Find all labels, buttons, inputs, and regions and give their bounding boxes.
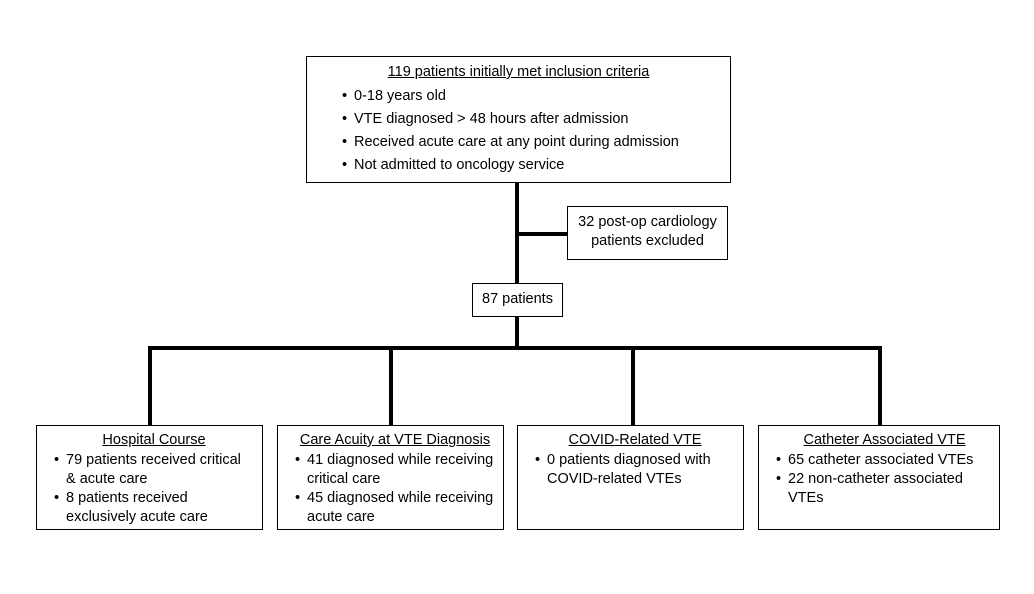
list-item: 79 patients received critical & acute ca… <box>54 451 254 489</box>
care-acuity-box: Care Acuity at VTE Diagnosis 41 diagnose… <box>277 425 504 530</box>
connector-exclusion-branch <box>517 232 568 236</box>
inclusion-criteria-box: 119 patients initially met inclusion cri… <box>306 56 731 183</box>
hospital-course-list: 79 patients received critical & acute ca… <box>54 451 254 527</box>
hospital-course-title: Hospital Course <box>102 432 206 448</box>
catheter-vte-title: Catheter Associated VTE <box>803 432 966 448</box>
patients-count-box: 87 patients <box>472 283 563 317</box>
criteria-item: 0-18 years old <box>342 87 720 106</box>
exclusion-line-1: 32 post-op cardiology <box>578 214 717 230</box>
criteria-item: Received acute care at any point during … <box>342 133 720 152</box>
exclusion-line-2: patients excluded <box>591 233 704 249</box>
hospital-course-box: Hospital Course 79 patients received cri… <box>36 425 263 530</box>
connector-drop-2 <box>389 346 393 426</box>
care-acuity-title: Care Acuity at VTE Diagnosis <box>299 432 491 448</box>
connector-drop-3 <box>631 346 635 426</box>
criteria-item: VTE diagnosed > 48 hours after admission <box>342 110 720 129</box>
patients-count-label: 87 patients <box>482 291 553 307</box>
catheter-vte-list: 65 catheter associated VTEs 22 non-cathe… <box>776 451 993 508</box>
covid-vte-title: COVID-Related VTE <box>568 432 702 448</box>
list-item: 65 catheter associated VTEs <box>776 451 993 470</box>
list-item: 22 non-catheter associated VTEs <box>776 470 993 508</box>
connector-drop-4 <box>878 346 882 426</box>
covid-vte-box: COVID-Related VTE 0 patients diagnosed w… <box>517 425 744 530</box>
list-item: 41 diagnosed while receiving critical ca… <box>295 451 495 489</box>
criteria-item: Not admitted to oncology service <box>342 156 720 175</box>
exclusion-box: 32 post-op cardiology patients excluded <box>567 206 728 260</box>
connector-horizontal-bar <box>148 346 882 350</box>
list-item: 0 patients diagnosed with COVID-related … <box>535 451 735 489</box>
connector-middle-vertical <box>515 316 519 350</box>
connector-drop-1 <box>148 346 152 426</box>
list-item: 8 patients received exclusively acute ca… <box>54 489 254 527</box>
inclusion-criteria-title: 119 patients initially met inclusion cri… <box>387 64 650 80</box>
catheter-vte-box: Catheter Associated VTE 65 catheter asso… <box>758 425 1000 530</box>
inclusion-criteria-list: 0-18 years old VTE diagnosed > 48 hours … <box>342 87 720 175</box>
covid-vte-list: 0 patients diagnosed with COVID-related … <box>535 451 735 489</box>
care-acuity-list: 41 diagnosed while receiving critical ca… <box>295 451 495 527</box>
list-item: 45 diagnosed while receiving acute care <box>295 489 495 527</box>
